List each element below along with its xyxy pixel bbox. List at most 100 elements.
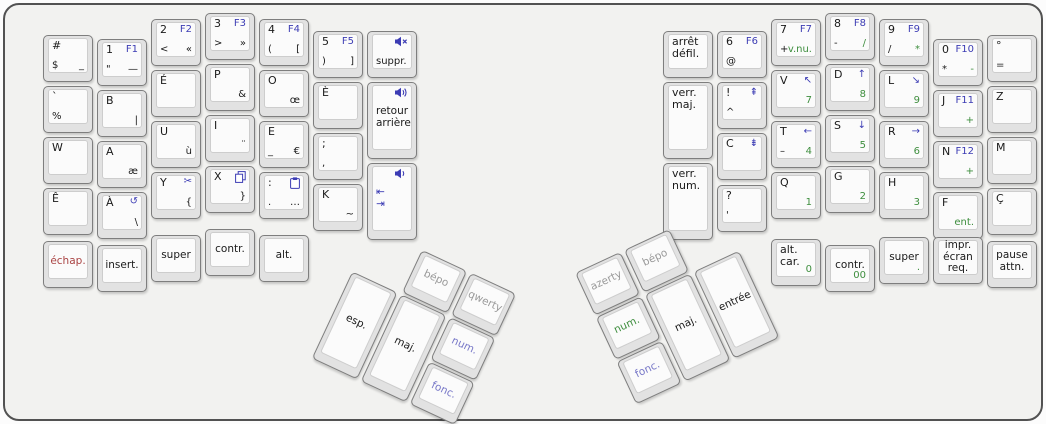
key-6-label: F6 [745,36,758,47]
key-q-label: Q [780,176,789,189]
key-4-label: F4 [287,24,300,35]
key-num-right-label: num. [611,313,642,336]
key-g-label: 2 [859,191,866,202]
key-2-label: « [185,44,192,55]
key-7-label: F7 [799,24,812,35]
key-exclam: !⇞^ [717,82,767,129]
key-echap-label: échap. [50,254,86,267]
key-9-label: F9 [907,24,920,35]
key-3-label: F3 [233,18,246,29]
key-x-label: X [214,170,222,183]
key-l-label: L [888,74,895,87]
keycap-face: K~ [318,187,358,222]
key-percent: `% [43,86,93,133]
key-suppr: suppr. [367,31,417,78]
key-c-label: C [726,137,734,150]
keycap-face: ;, [318,136,358,171]
key-v-label: V [780,74,788,87]
key-y-label: { [185,197,192,208]
key-a-label: æ [128,166,138,177]
keycap-face: #$_ [48,38,88,73]
key-2-label: < [160,44,169,55]
key-v-label: ↖ [803,75,812,86]
key-semicolon-label: ; [322,137,326,150]
key-9-label: 9 [888,23,895,36]
mute-icon [394,36,408,47]
key-question-label: ' [726,210,729,221]
key-d-label: 8 [859,89,866,100]
key-e-acute: É [151,70,201,117]
key-arret-defil-label: arrêt défil. [672,35,700,61]
key-5-label: F5 [341,36,354,47]
key-z-label: Z [996,90,1004,103]
key-8-label: 8 [834,17,841,30]
key-8-label: F8 [853,18,866,29]
key-5-label: ) [322,56,326,67]
key-insert-label: insert. [105,258,139,271]
key-t-label: – [780,146,785,157]
key-k-label: K [322,188,330,201]
key-alt-label: alt. [275,248,293,261]
key-3-label: 3 [214,17,221,30]
key-arret-defil: arrêt défil. [663,31,713,78]
key-num-left-label: num. [449,334,480,357]
key-fonc-left-label: fonc. [429,378,459,401]
key-9-label: * [915,44,920,55]
keycap-face: retour arrière [372,85,412,150]
key-0-label: * [942,64,947,75]
key-j-label: F11 [955,95,974,106]
key-verr-num: verr. num. [663,163,713,240]
keycap-face: Ê [48,191,88,226]
key-l-label: 9 [913,95,920,106]
key-f-label: ent. [954,217,974,228]
keycap-face: D↑8 [830,67,870,102]
key-x-label: } [239,191,246,202]
key-0-label: 0 [942,43,949,56]
key-semicolon-label: , [322,158,326,169]
key-a-grave-label: \ [134,217,138,228]
volume-up-icon [394,87,408,98]
key-e-grave-label: È [322,86,329,99]
keycap-face: arrêt défil. [668,34,708,69]
copy-icon [235,171,246,183]
key-t-label: ← [803,126,812,137]
key-c: C⇟ [717,133,767,180]
key-c-cedilla-label: Ç [996,192,1004,205]
key-4-label: [ [296,44,300,55]
key-verr-maj-label: verr. maj. [672,86,697,112]
key-r-label: R [888,125,896,138]
key-l-label: ↘ [911,75,920,86]
key-e: E_€ [259,121,309,168]
keycap-face: M [992,140,1032,175]
key-e-acute-label: É [160,74,167,87]
key-t-label: T [780,125,787,138]
key-2-label: F2 [179,24,192,35]
paste-icon [290,177,300,189]
key-colon-label: . [268,197,272,208]
key-z: Z [987,86,1037,133]
key-f-label: F [942,196,949,209]
key-d-label: ↑ [857,69,866,80]
key-p-label: & [238,89,246,100]
key-contr-right-label: contr. [835,258,865,271]
key-retour-arriere: retour arrière [367,82,417,159]
keycap-face: Y{✂ [156,175,196,210]
keycap-face: C⇟ [722,136,762,171]
key-verr-num-label: verr. num. [672,167,701,193]
key-s-label: S [834,119,841,132]
